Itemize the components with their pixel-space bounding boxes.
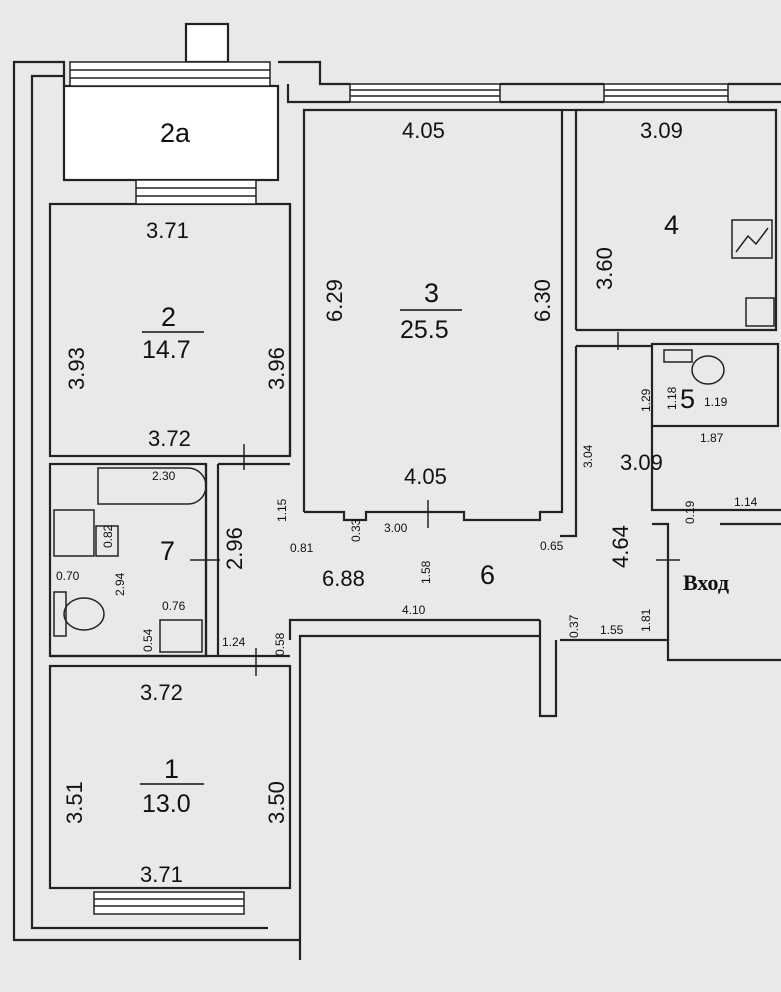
window-3	[349, 83, 501, 103]
window-4	[603, 83, 729, 103]
room-number-7: 7	[160, 536, 175, 566]
dim-hall-e: 1.55	[600, 623, 624, 637]
hall-right-wall	[650, 426, 781, 512]
dim-corr-e: 0.81	[290, 541, 314, 555]
window-2a	[69, 61, 271, 87]
dim-r3-left: 6.29	[322, 279, 347, 322]
room-area-3: 25.5	[400, 316, 449, 344]
room-area-2: 14.7	[142, 336, 191, 364]
bathtub-icon	[97, 467, 207, 505]
dim-corr-len: 6.88	[322, 566, 365, 591]
dim-r3-right: 6.30	[530, 279, 555, 322]
windows	[69, 61, 729, 915]
entrance-label: Вход	[683, 570, 729, 595]
dim-r7-e: 0.76	[162, 599, 186, 613]
dim-r2-top: 3.71	[146, 218, 189, 243]
room-area-1: 13.0	[142, 790, 191, 818]
sink-icon	[53, 509, 95, 557]
outer-wall-left	[12, 60, 300, 942]
room-5-outline	[650, 342, 780, 428]
window-2	[135, 179, 257, 205]
room-number-1: 1	[164, 754, 179, 784]
dim-hall-d: 1.81	[639, 608, 653, 632]
corridor-bottom-wall	[288, 618, 540, 640]
dim-r7-f: 0.54	[141, 628, 155, 652]
dim-hall-b: 0.19	[683, 500, 697, 524]
dim-hall-g: 0.65	[540, 539, 564, 553]
dim-hall-a: 3.04	[581, 444, 595, 468]
dim-corr-c: 4.10	[402, 603, 426, 617]
room-number-4: 4	[664, 210, 679, 240]
dim-r4-left: 3.60	[592, 247, 617, 290]
stove-icon	[731, 219, 773, 259]
room-number-5: 5	[680, 384, 695, 414]
dim-r7-a: 2.30	[152, 469, 176, 483]
dim-r1-top: 3.72	[140, 680, 183, 705]
dim-r5-c: 1.19	[704, 395, 728, 409]
dim-corr-d: 0.33	[349, 518, 363, 542]
dim-r5-d: 1.87	[700, 431, 724, 445]
dim-r7-c: 0.70	[56, 569, 80, 583]
dim-corr-b: 1.58	[419, 560, 433, 584]
dim-corr-h: 1.24	[222, 635, 246, 649]
sink-bowl-icon	[95, 525, 119, 557]
dim-hall-height: 4.64	[608, 525, 633, 568]
room-number-2a: 2а	[160, 118, 191, 148]
toilet-icon	[53, 591, 105, 637]
room-2a-outline	[62, 84, 280, 182]
dim-r5-a: 1.29	[639, 388, 653, 412]
dim-r2-left: 3.93	[64, 347, 89, 390]
wc-toilet-icon	[663, 349, 725, 385]
room-number-2: 2	[161, 302, 176, 332]
washer-niche-icon	[159, 619, 203, 653]
hall-left-wall	[560, 346, 578, 538]
dim-r5-b: 1.18	[665, 386, 679, 410]
dim-r2-bottom: 3.72	[148, 426, 191, 451]
kitchen-sink-icon	[745, 297, 775, 327]
dim-r7-g: 2.96	[222, 527, 247, 570]
outer-wall-left-inner	[30, 74, 268, 930]
dim-r1-right: 3.50	[264, 781, 289, 824]
dim-r7-b: 0.82	[101, 524, 115, 548]
hall-bottom-wall	[560, 638, 781, 662]
outer-wall-top-inner	[286, 84, 350, 104]
dim-r3-bottom: 4.05	[404, 464, 447, 489]
room-number-6: 6	[480, 560, 495, 590]
dim-hall-f: 0.37	[567, 614, 581, 638]
dim-r1-left: 3.51	[62, 781, 87, 824]
fixtures	[53, 219, 775, 676]
dim-r4-top: 3.09	[640, 118, 683, 143]
balcony-bay	[184, 22, 230, 64]
stair-wall	[538, 620, 558, 718]
room-4-outline	[576, 108, 778, 332]
dim-r2-right: 3.96	[264, 347, 289, 390]
dim-hall-width: 3.09	[620, 450, 663, 475]
dim-r1-bottom: 3.71	[140, 862, 183, 887]
dim-corr-f: 1.15	[275, 498, 289, 522]
dim-r7-d: 2.94	[113, 572, 127, 596]
room-1-outline	[48, 664, 292, 890]
dim-corr-a: 3.00	[384, 521, 408, 535]
room-number-3: 3	[424, 278, 439, 308]
walls	[12, 22, 781, 960]
dim-hall-c: 1.14	[734, 495, 758, 509]
outer-wall-top	[278, 60, 350, 86]
dim-corr-g: 0.58	[273, 632, 287, 656]
lower-wall	[298, 634, 540, 960]
dim-r3-top: 4.05	[402, 118, 445, 143]
window-1	[93, 891, 245, 915]
entry-wall	[652, 522, 670, 640]
